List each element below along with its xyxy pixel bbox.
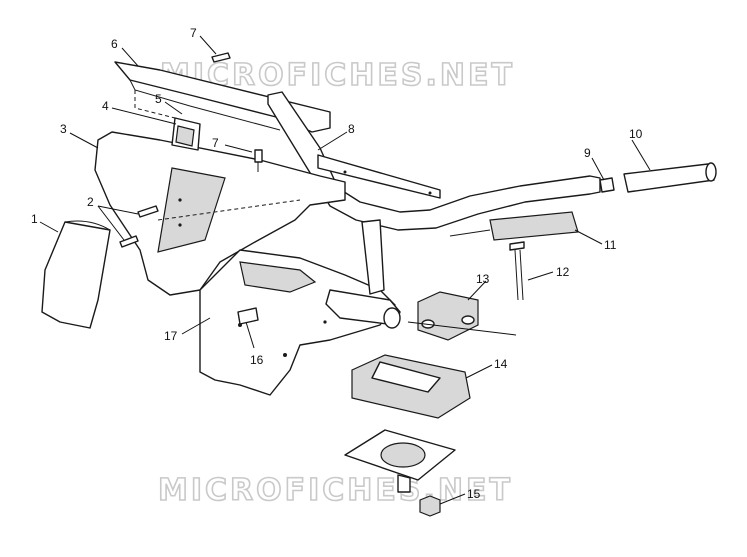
- part-4-switch: [171, 117, 201, 151]
- part-13-upper-clamp: [417, 291, 479, 341]
- part-17-front-panel: [199, 249, 396, 396]
- callout-15: 15: [467, 487, 481, 501]
- part-7-screw-top: [211, 52, 231, 63]
- part-3-front-housing: [94, 131, 346, 296]
- callout-13: 13: [476, 272, 490, 286]
- callout-8: 8: [348, 122, 355, 136]
- callout-9: 9: [584, 146, 591, 160]
- part-12-bolt: [509, 241, 525, 301]
- callout-11: 11: [604, 238, 617, 252]
- callout-17: 17: [164, 329, 178, 343]
- callout-4: 4: [102, 99, 109, 113]
- watermark-bottom: MICROFICHES.NET: [158, 473, 513, 508]
- callout-3: 3: [60, 122, 67, 136]
- callout-1: 1: [31, 212, 38, 226]
- part-10-grip: [623, 162, 717, 193]
- part-9-end-plug: [599, 177, 615, 193]
- callout-10: 10: [629, 127, 643, 141]
- part-16-clip: [237, 307, 259, 325]
- callout-14: 14: [494, 357, 508, 371]
- callout-7-top: 7: [190, 26, 197, 40]
- callout-7-mid: 7: [212, 136, 219, 150]
- part-7-screw-mid: [254, 149, 263, 172]
- part-2-screws: [119, 205, 159, 248]
- part-1-lens: [41, 220, 111, 329]
- callout-2: 2: [87, 195, 94, 209]
- part-11-throttle-grip: [449, 211, 579, 241]
- callout-6: 6: [111, 37, 118, 51]
- callout-12: 12: [556, 265, 570, 279]
- part-14-lower-clamp: [351, 354, 471, 419]
- leader-lines: [39, 35, 651, 505]
- callout-16: 16: [250, 353, 264, 367]
- callout-labels: 1 2 3 4 5 6 7 7 8 9 10 11 12 13 14 15 16…: [31, 26, 643, 501]
- callout-5: 5: [155, 92, 162, 106]
- steering-post: [325, 219, 401, 329]
- part-15-nut: [419, 495, 441, 517]
- mounting-plate: [344, 429, 456, 493]
- part-8-handlebar: [267, 91, 601, 231]
